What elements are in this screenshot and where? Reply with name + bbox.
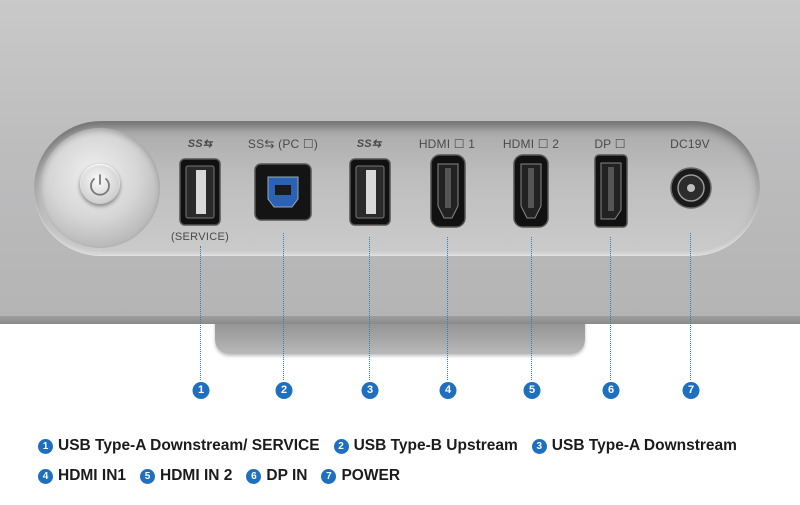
- callout-badge-1: 1: [192, 382, 210, 399]
- port-1-label: SS⇆: [187, 138, 213, 150]
- callout-line-5: [531, 237, 532, 380]
- callout-line-1: [200, 246, 201, 380]
- legend-item-4: 4 HDMI IN1: [38, 467, 126, 485]
- power-button[interactable]: [80, 164, 120, 204]
- callout-badge-6: 6: [602, 382, 620, 399]
- legend-text-3: USB Type-A Downstream: [551, 437, 737, 454]
- port-5-label: HDMI ☐ 2: [502, 137, 560, 151]
- callout-badge-5: 5: [523, 382, 541, 399]
- callout-line-7: [690, 233, 691, 380]
- legend-badge-2: 2: [333, 438, 349, 454]
- port-2-label: SS⇆ (PC ☐): [247, 137, 319, 151]
- port-4-label: HDMI ☐ 1: [418, 137, 476, 151]
- usb-a-port[interactable]: [349, 158, 391, 226]
- legend-item-5: 5 HDMI IN 2: [140, 467, 232, 485]
- legend-badge-6: 6: [246, 468, 262, 484]
- callout-line-6: [610, 237, 611, 380]
- legend-item-1: 1 USB Type-A Downstream/ SERVICE: [38, 437, 320, 455]
- displayport-port[interactable]: [594, 154, 628, 228]
- callout-line-2: [283, 233, 284, 380]
- legend-text-4: HDMI IN1: [58, 467, 127, 484]
- legend-text-7: POWER: [341, 467, 401, 484]
- legend-badge-3: 3: [531, 438, 547, 454]
- dc-power-jack[interactable]: [669, 166, 713, 210]
- legend-row-2: 4 HDMI IN1 5 HDMI IN 2 6 DP IN 7 POWER: [38, 467, 414, 485]
- port-1-service-label: (SERVICE): [170, 231, 230, 243]
- hdmi-port-1[interactable]: [430, 154, 466, 228]
- legend-item-6: 6 DP IN: [246, 467, 307, 485]
- callout-badge-4: 4: [439, 382, 457, 399]
- legend-row-1: 1 USB Type-A Downstream/ SERVICE 2 USB T…: [38, 437, 751, 455]
- callout-badge-7: 7: [682, 382, 700, 399]
- legend-text-2: USB Type-B Upstream: [353, 437, 518, 454]
- legend-item-3: 3 USB Type-A Downstream: [531, 437, 737, 455]
- port-6-label: DP ☐: [594, 137, 626, 151]
- port-7-label: DC19V: [670, 137, 710, 151]
- panel-bottom-edge: [0, 316, 800, 324]
- legend-badge-4: 4: [38, 468, 53, 484]
- legend-badge-5: 5: [140, 468, 156, 484]
- legend-item-2: 2 USB Type-B Upstream: [333, 437, 518, 455]
- legend-text-1: USB Type-A Downstream/ SERVICE: [58, 437, 320, 454]
- legend-badge-1: 1: [38, 438, 53, 454]
- power-icon: [90, 174, 110, 196]
- legend-text-6: DP IN: [266, 467, 308, 484]
- callout-badge-2: 2: [275, 382, 293, 399]
- stand-neck: [215, 318, 585, 354]
- port-3-label: SS⇆: [356, 138, 382, 150]
- callout-line-3: [369, 237, 370, 380]
- usb-a-port-service[interactable]: [179, 158, 221, 226]
- callout-line-4: [447, 237, 448, 380]
- legend-badge-7: 7: [321, 468, 337, 484]
- callout-badge-3: 3: [361, 382, 379, 399]
- legend-text-5: HDMI IN 2: [160, 467, 233, 484]
- hdmi-port-2[interactable]: [513, 154, 549, 228]
- usb-b-port[interactable]: [254, 163, 312, 221]
- legend-item-7: 7 POWER: [321, 467, 400, 485]
